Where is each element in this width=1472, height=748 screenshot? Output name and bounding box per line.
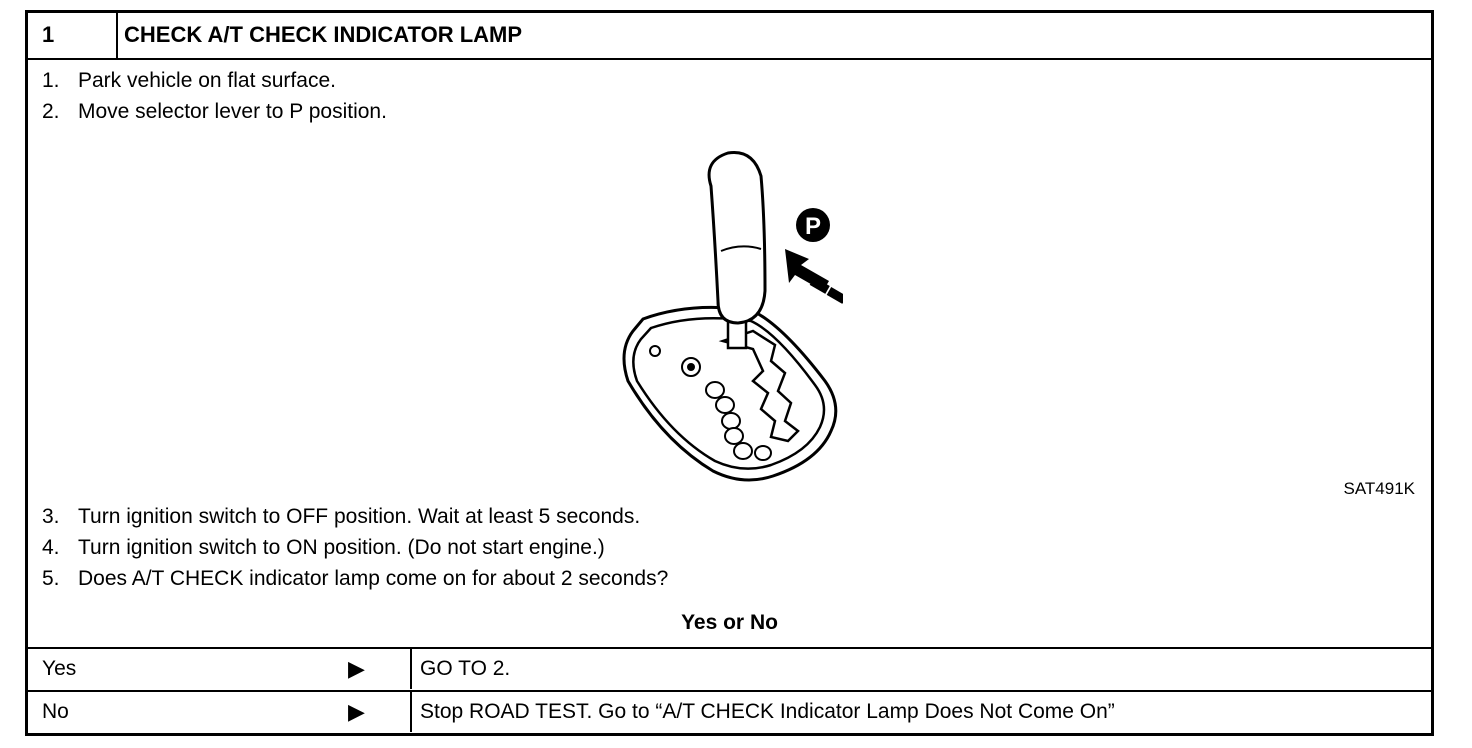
list-item: 3.Turn ignition switch to OFF position. … (42, 505, 641, 528)
list-item: 5.Does A/T CHECK indicator lamp come on … (42, 567, 669, 590)
answer-label: No (42, 700, 69, 723)
procedure-table: 1 CHECK A/T CHECK INDICATOR LAMP 1.Park … (25, 10, 1434, 736)
question-label: Yes or No (681, 611, 778, 634)
arrow-right-icon: ▶ (348, 699, 365, 724)
figure-id: SAT491K (1343, 479, 1415, 498)
table-header: 1 CHECK A/T CHECK INDICATOR LAMP (28, 13, 1431, 60)
outcome-row-no: No ▶ Stop ROAD TEST. Go to “A/T CHECK In… (28, 690, 1431, 732)
list-item: 4.Turn ignition switch to ON position. (… (42, 536, 605, 559)
result-text: Stop ROAD TEST. Go to “A/T CHECK Indicat… (410, 692, 1115, 732)
arrow-right-icon: ▶ (348, 656, 365, 681)
answer-label: Yes (42, 657, 77, 680)
step-number: 1 (28, 13, 118, 58)
selector-lever-illustration: P (622, 150, 843, 482)
position-label: P (805, 213, 821, 240)
list-item: 2.Move selector lever to P position. (42, 100, 387, 123)
outcome-row-yes: Yes ▶ GO TO 2. (28, 647, 1431, 689)
list-item: 1.Park vehicle on flat surface. (42, 69, 336, 92)
result-text: GO TO 2. (410, 649, 510, 689)
instruction-list-bottom: 3.Turn ignition switch to OFF position. … (42, 501, 668, 594)
instruction-list-top: 1.Park vehicle on flat surface. 2.Move s… (42, 65, 387, 127)
step-title: CHECK A/T CHECK INDICATOR LAMP (124, 22, 523, 47)
